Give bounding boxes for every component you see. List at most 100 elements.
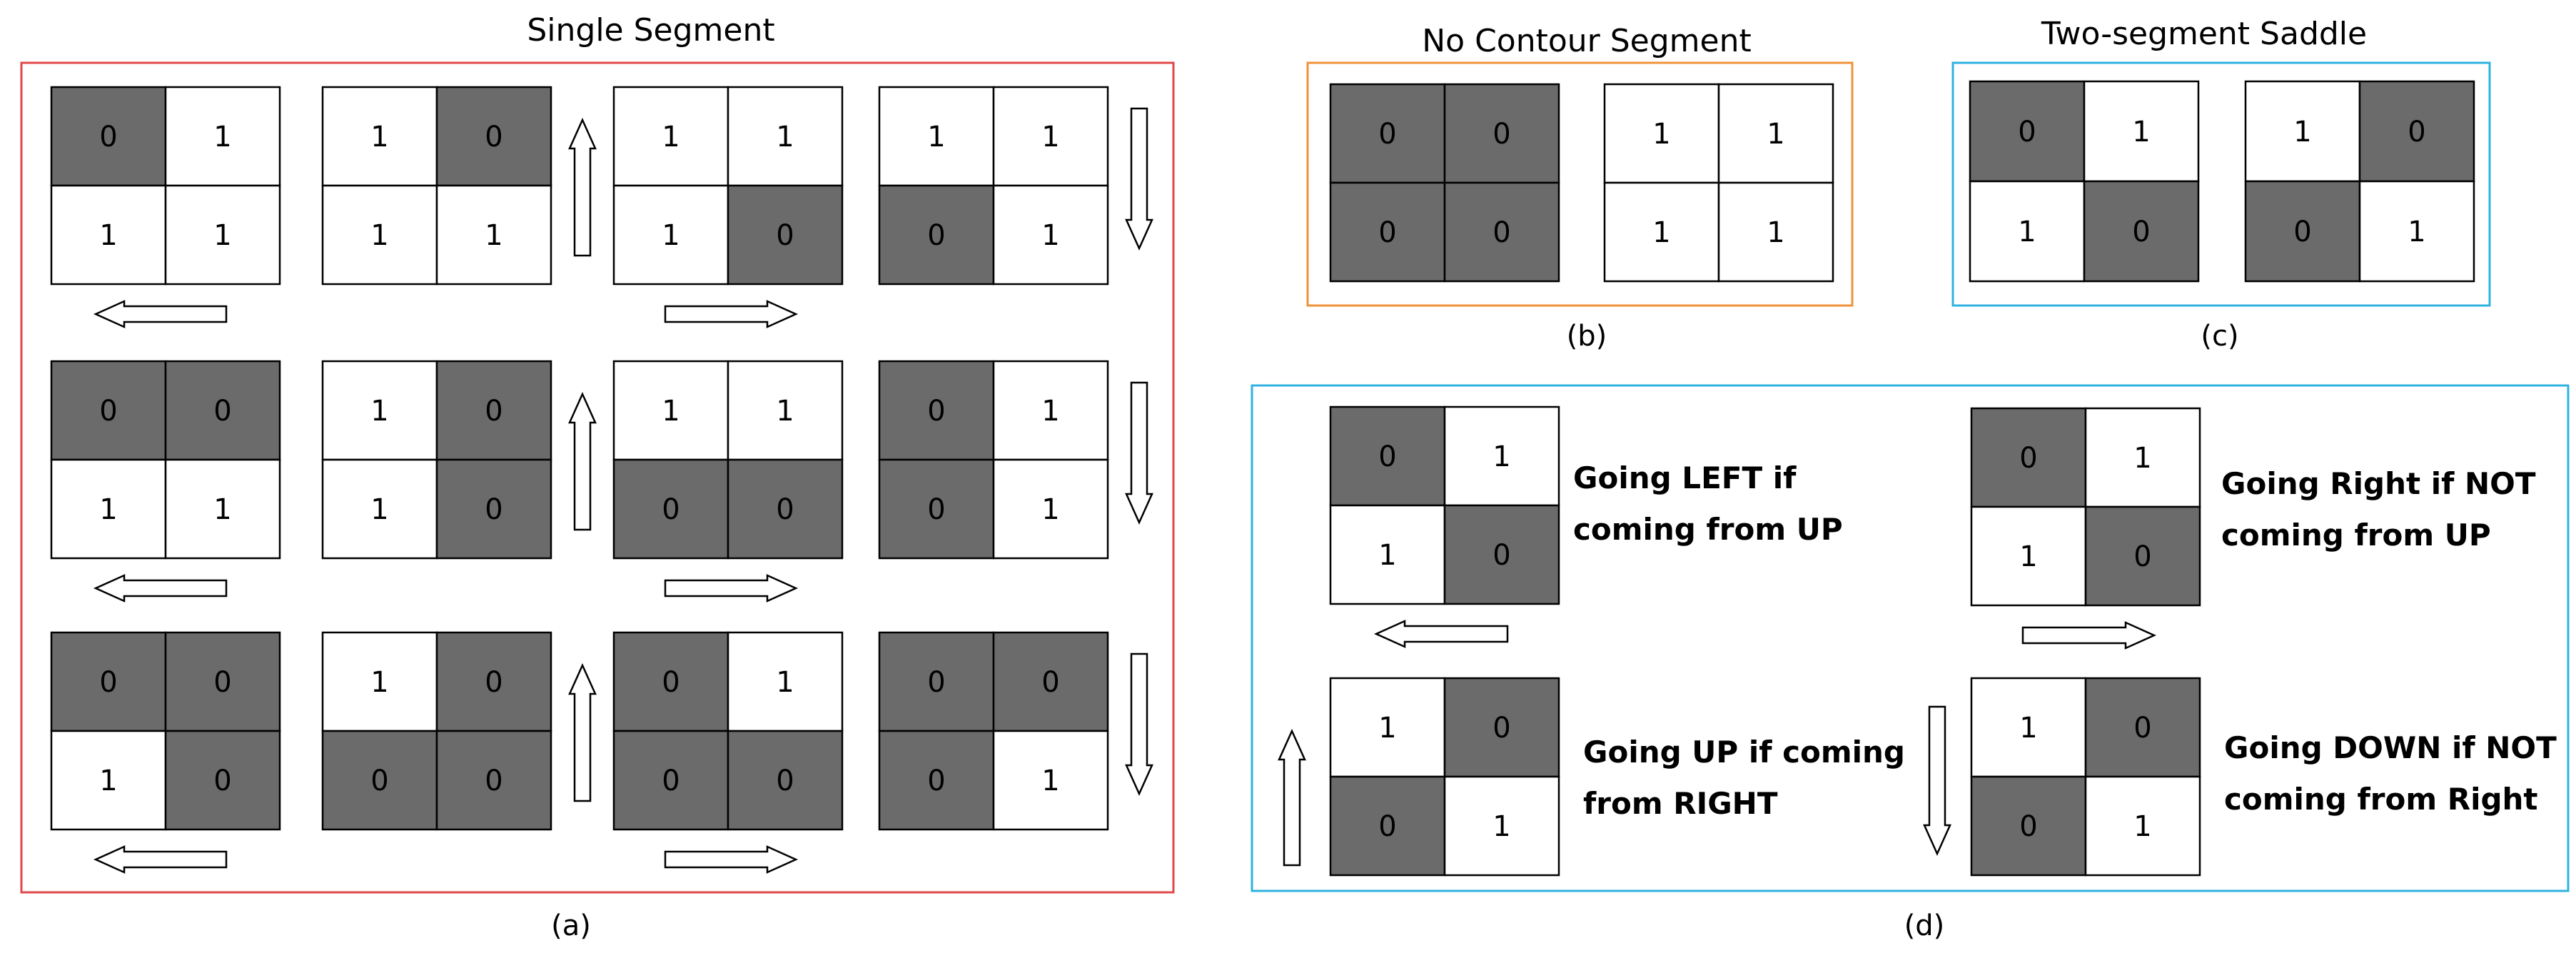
grid-cell bbox=[1329, 677, 1446, 778]
cell-value: 1 bbox=[99, 765, 117, 797]
cell-value: 1 bbox=[776, 666, 794, 699]
grid-cell bbox=[2084, 505, 2201, 607]
grid-cell bbox=[2244, 80, 2361, 183]
cell-value: 0 bbox=[927, 219, 945, 252]
cell-value: 0 bbox=[1492, 712, 1510, 745]
grid-cell bbox=[164, 360, 281, 461]
cell-value: 1 bbox=[2019, 712, 2037, 745]
arrow-up-icon bbox=[1278, 728, 1306, 867]
grid-cell bbox=[727, 631, 844, 732]
arrow-left-icon bbox=[93, 574, 228, 602]
cell-value: 0 bbox=[1492, 539, 1510, 572]
panel-a-caption: (a) bbox=[551, 909, 591, 942]
cell-value: 0 bbox=[927, 493, 945, 526]
rule-down-line2: coming from Right bbox=[2224, 782, 2538, 817]
panel-b-title: No Contour Segment bbox=[1422, 23, 1751, 59]
grid-cell bbox=[435, 184, 552, 286]
cell-value: 0 bbox=[927, 765, 945, 797]
cell-value: 1 bbox=[1041, 493, 1059, 526]
grid-cell bbox=[1443, 83, 1560, 184]
cell-value: 1 bbox=[2019, 540, 2037, 573]
grid-cell bbox=[878, 86, 995, 187]
cell-value: 0 bbox=[485, 493, 502, 526]
grid-cell bbox=[164, 458, 281, 560]
cell-value: 1 bbox=[2133, 442, 2151, 475]
arrow-right-icon bbox=[664, 300, 799, 328]
grid-cell bbox=[1970, 505, 2087, 607]
grid-cell bbox=[1443, 775, 1560, 877]
grid-cell bbox=[164, 86, 281, 187]
grid-cell bbox=[612, 730, 729, 831]
grid-cell bbox=[992, 184, 1109, 286]
cell-value: 0 bbox=[776, 493, 794, 526]
grid-cell bbox=[2084, 775, 2201, 877]
cell-value: 0 bbox=[2019, 442, 2037, 475]
grid-cell bbox=[321, 730, 438, 831]
grid-cell bbox=[1443, 504, 1560, 605]
cell-value: 0 bbox=[776, 219, 794, 252]
grid-cell bbox=[992, 458, 1109, 560]
arrow-down-icon bbox=[1125, 652, 1153, 797]
cell-value: 1 bbox=[370, 666, 388, 699]
grid-cell bbox=[1329, 504, 1446, 605]
grid-cell bbox=[50, 458, 167, 560]
grid-cell bbox=[612, 631, 729, 732]
cell-value: 0 bbox=[213, 765, 231, 797]
cell-value: 1 bbox=[213, 121, 231, 153]
cell-value: 1 bbox=[1378, 712, 1396, 745]
grid-cell bbox=[435, 730, 552, 831]
arrow-left-icon bbox=[1373, 620, 1509, 648]
grid-cell bbox=[992, 631, 1109, 732]
cell-value: 0 bbox=[2133, 540, 2151, 573]
cell-value: 1 bbox=[370, 493, 388, 526]
cell-value: 1 bbox=[370, 395, 388, 428]
grid-cell bbox=[727, 730, 844, 831]
cell-value: 0 bbox=[99, 666, 117, 699]
cell-value: 1 bbox=[485, 219, 502, 252]
rule-right-line2: coming from UP bbox=[2221, 518, 2491, 553]
saddle-rule-grid: 0 1 1 0 bbox=[1970, 407, 2201, 607]
rule-up-line1: Going UP if coming bbox=[1583, 735, 1905, 770]
cell-value: 0 bbox=[2293, 216, 2311, 248]
cell-value: 0 bbox=[662, 666, 680, 699]
grid-cell bbox=[1443, 405, 1560, 507]
grid-cell bbox=[1329, 181, 1446, 283]
cell-value: 1 bbox=[662, 219, 680, 252]
grid-cell bbox=[321, 184, 438, 286]
cell-value: 1 bbox=[1041, 765, 1059, 797]
grid-cell bbox=[992, 86, 1109, 187]
cell-value: 1 bbox=[2018, 216, 2036, 248]
rule-left-line1: Going LEFT if bbox=[1573, 460, 1797, 495]
grid-cell bbox=[878, 730, 995, 831]
arrow-right-icon bbox=[2021, 621, 2157, 650]
cell-value: 1 bbox=[1492, 810, 1510, 843]
cell-value: 1 bbox=[370, 121, 388, 153]
grid-cell bbox=[2358, 180, 2475, 283]
cell-value: 1 bbox=[2293, 116, 2311, 148]
cell-value: 1 bbox=[1492, 440, 1510, 473]
grid-cell bbox=[612, 458, 729, 560]
cell-value: 1 bbox=[1652, 216, 1670, 249]
grid-cell bbox=[612, 86, 729, 187]
cell-value: 1 bbox=[1041, 395, 1059, 428]
cell-value: 1 bbox=[370, 219, 388, 252]
cell-value: 1 bbox=[776, 395, 794, 428]
arrow-down-icon bbox=[1923, 705, 1951, 857]
cell-value: 1 bbox=[1041, 219, 1059, 252]
cell-value: 0 bbox=[662, 765, 680, 797]
grid-cell bbox=[321, 458, 438, 560]
